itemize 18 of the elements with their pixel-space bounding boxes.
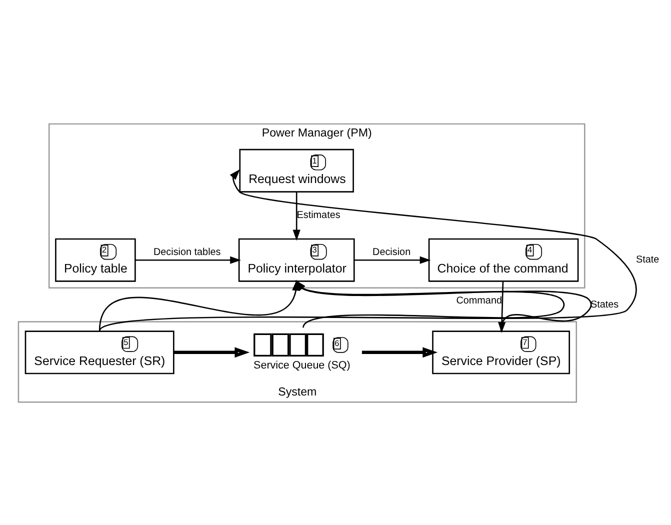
node-box: 2 Policy table — [55, 238, 136, 282]
node-box: 7 Service Provider (SP) — [432, 330, 570, 374]
edge-label: Estimates — [296, 209, 340, 220]
edge-label: State — [636, 254, 660, 266]
arrow — [292, 191, 300, 240]
node-label: Service Queue (SQ) — [254, 358, 350, 371]
node-box: 4 Choice of the command — [428, 238, 579, 282]
arrow — [99, 168, 637, 331]
node-box: 1 Request windows — [239, 148, 354, 192]
arrow — [174, 346, 250, 358]
node-box: 3 Policy interpolator — [238, 238, 355, 282]
edge-label: Decision tables — [153, 246, 221, 258]
arrow — [354, 256, 431, 264]
edge-label: Decision — [372, 246, 411, 258]
edge-label: Command — [456, 294, 502, 306]
arrow — [362, 346, 438, 358]
arrow — [135, 256, 242, 264]
node-box: 5 Service Requester (SR) — [24, 330, 174, 374]
